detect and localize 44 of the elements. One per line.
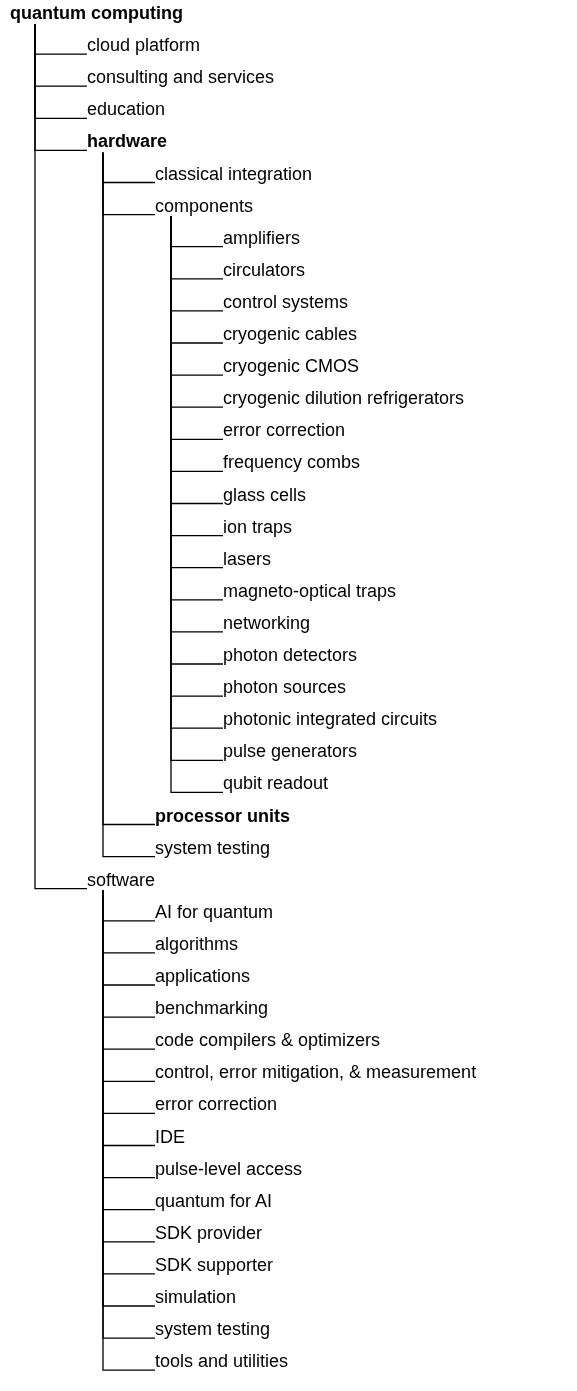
tree-item-label: IDE: [155, 1125, 185, 1148]
tree-item-label: amplifiers: [223, 226, 301, 249]
tree-item-label: hardware: [87, 130, 168, 153]
tree-item-label: code compilers & optimizers: [155, 1029, 381, 1052]
tree-item-label: tools and utilities: [155, 1350, 289, 1373]
tree-item-label: error correction: [155, 1093, 278, 1116]
tree-item-label: simulation: [155, 1286, 237, 1308]
tree-item-label: qubit readout: [223, 772, 329, 795]
tree-item-label: algorithms: [155, 932, 239, 955]
tree-item-label: control systems: [223, 290, 349, 313]
tree-item-label: components: [155, 194, 254, 217]
tree-item-label: control, error mitigation, & measurement: [155, 1061, 477, 1084]
tree-item-label: classical integration: [155, 162, 313, 185]
tree-item-label: photon detectors: [223, 644, 358, 666]
tree-item-label: error correction: [223, 419, 346, 442]
tree-item-label: photonic integrated circuits: [223, 708, 438, 731]
tree-item-label: education: [87, 98, 166, 121]
tree-item-label: applications: [155, 965, 251, 987]
tree-item-label: cryogenic CMOS: [223, 355, 360, 378]
tree-item-label: benchmarking: [155, 997, 269, 1020]
tree-item-label: software: [87, 868, 156, 891]
tree-item-label: photon sources: [223, 676, 347, 699]
tree-item-label: ion traps: [223, 515, 293, 538]
tree-item-label: circulators: [223, 258, 306, 281]
tree-item-label: quantum for AI: [155, 1189, 273, 1212]
tree-item-label: glass cells: [223, 483, 307, 506]
tree-item-label: SDK provider: [155, 1221, 263, 1244]
tree-item-label: consulting and services: [87, 66, 275, 89]
tree-item-label: cloud platform: [87, 34, 201, 57]
tree-item-label: processor units: [155, 804, 291, 827]
tree-item-label: system testing: [155, 1318, 271, 1341]
tree-item-label: lasers: [223, 547, 271, 570]
tree-item-label: system testing: [155, 836, 271, 859]
tree-connector: [34, 23, 88, 890]
tree-item-label: cryogenic dilution refrigerators: [223, 387, 465, 410]
tree-item-label: frequency combs: [223, 451, 361, 474]
tree-item-label: magneto-optical traps: [223, 579, 397, 602]
tree-item-label: SDK supporter: [155, 1253, 274, 1276]
tree-item-label: pulse generators: [223, 740, 358, 763]
tree-item-label: pulse-level access: [155, 1157, 303, 1180]
tree-item-label: quantum computing: [10, 2, 183, 24]
tree-item-label: networking: [223, 611, 311, 634]
tree-item-label: cryogenic cables: [223, 323, 358, 345]
tree-item-label: AI for quantum: [155, 900, 274, 923]
